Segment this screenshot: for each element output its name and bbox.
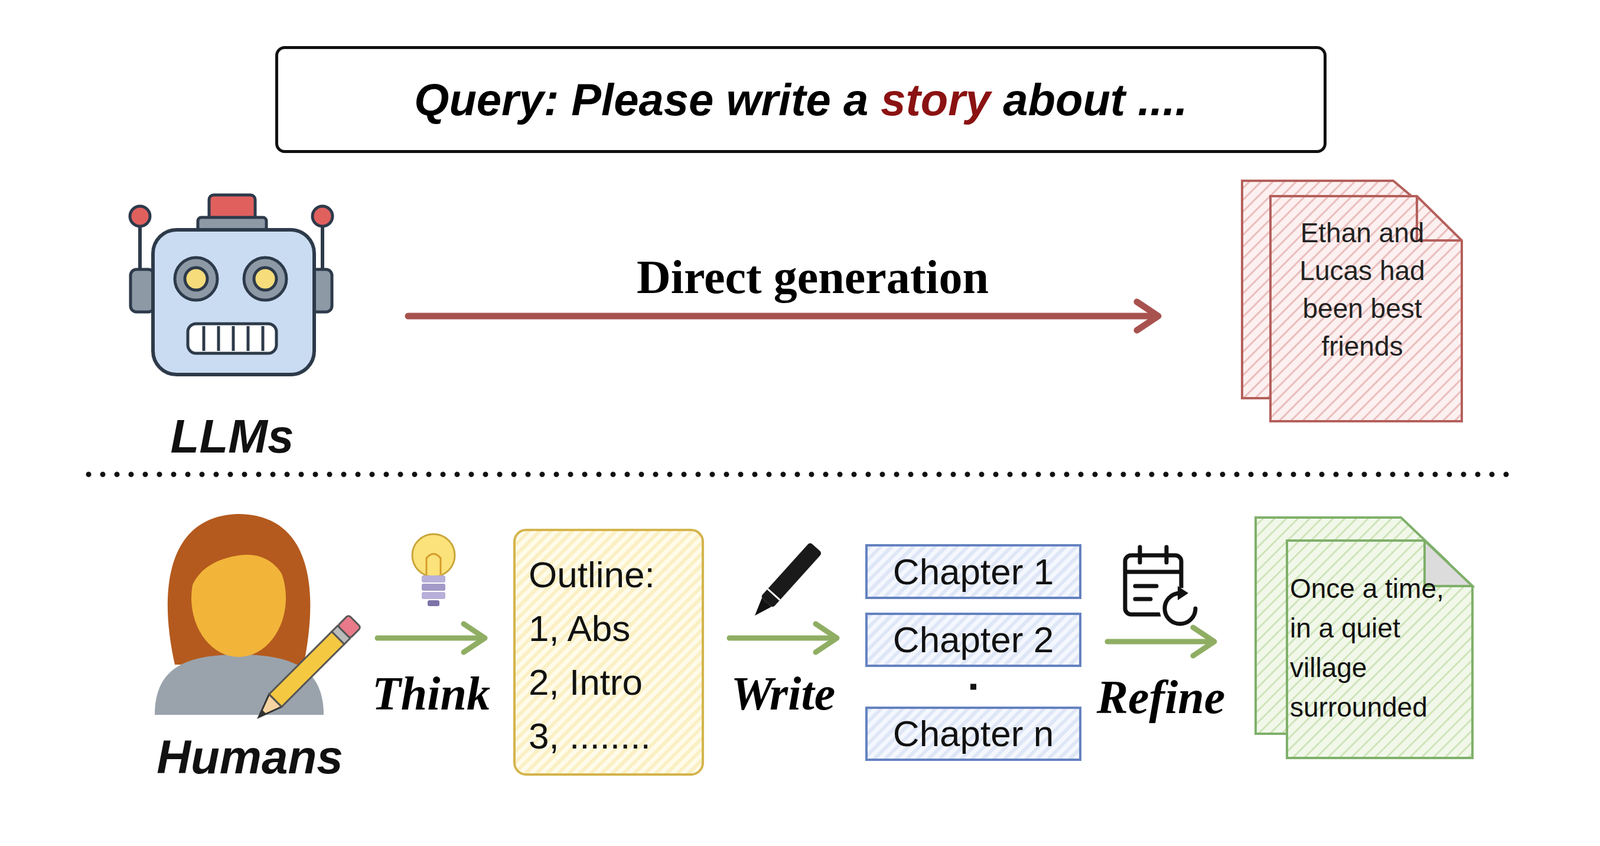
highlight-word: story xyxy=(880,74,991,125)
chapter-box: Chapter 1 xyxy=(865,543,1082,599)
outline-heading: Outline: xyxy=(528,547,693,602)
flow-arrow xyxy=(408,301,1159,331)
chapter-text: Chapter n xyxy=(893,712,1054,755)
chapter-box: Chapter 2 xyxy=(865,612,1082,667)
pen-icon xyxy=(748,541,823,621)
chapter-text: Chapter 1 xyxy=(893,551,1054,593)
human-node: Humans xyxy=(147,510,353,785)
document-text: Ethan and Lucas had been best friends xyxy=(1239,178,1465,366)
edge-label: Think xyxy=(372,667,491,720)
lightbulb-icon xyxy=(412,533,455,606)
actor-label: Humans xyxy=(147,730,353,785)
outline-item: 1, Abs xyxy=(528,601,693,656)
outline-item: 2, Intro xyxy=(528,655,693,709)
flow-arrow xyxy=(1107,627,1215,656)
flow-arrow xyxy=(377,623,485,653)
outline-box: Outline:1, Abs2, Intro3, ........ xyxy=(513,528,705,776)
outline-item: 3, ........ xyxy=(528,708,693,763)
story-document: Ethan and Lucas had been best friends xyxy=(1239,178,1465,424)
edge-label: Direct generation xyxy=(636,251,989,303)
human-icon xyxy=(154,513,361,724)
llm-node: LLMs xyxy=(127,188,337,464)
edge-label: Write xyxy=(731,667,836,720)
story-document: Once a time, in a quiet village surround… xyxy=(1253,515,1475,761)
query-box: Query: Please write a story about .... xyxy=(275,46,1327,153)
robot-icon xyxy=(129,194,333,375)
actor-label: LLMs xyxy=(127,409,337,464)
dotted-separator xyxy=(88,471,1514,478)
document-text: Once a time, in a quiet village surround… xyxy=(1253,515,1475,728)
chapter-box: Chapter n xyxy=(865,706,1082,761)
query-text: Query: Please write a story about .... xyxy=(414,73,1188,126)
ellipsis-dot xyxy=(970,683,977,690)
chapter-text: Chapter 2 xyxy=(893,618,1054,661)
edge-label: Refine xyxy=(1096,670,1226,723)
flow-arrow xyxy=(729,623,837,653)
calendar-refresh-icon xyxy=(1125,546,1201,630)
